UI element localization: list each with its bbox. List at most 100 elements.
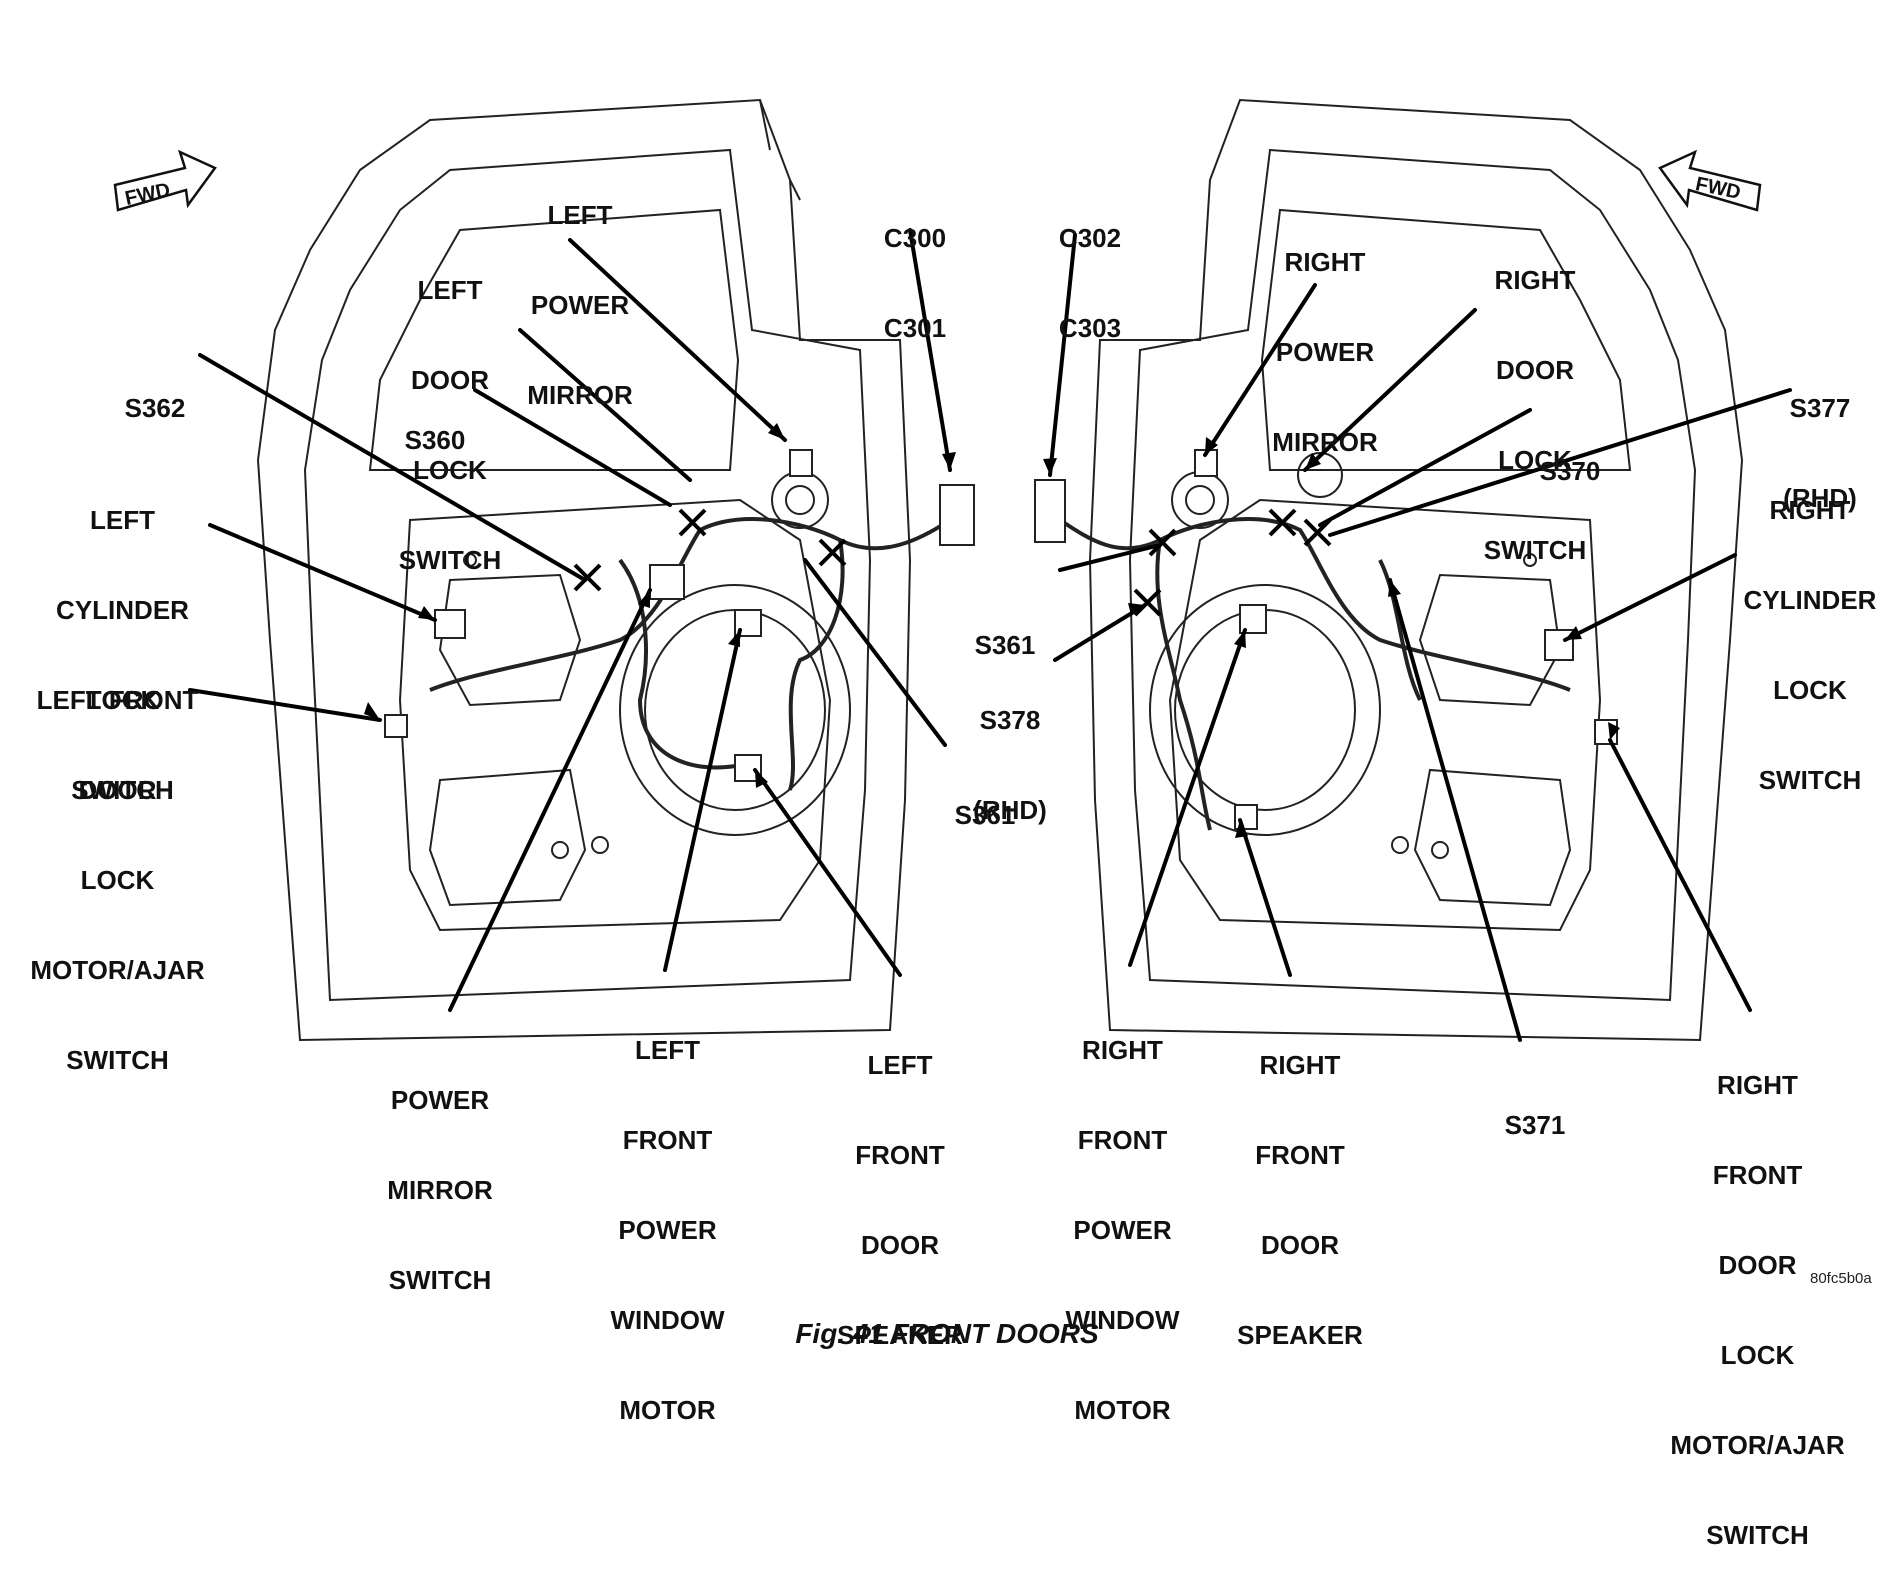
label-line: POWER [1275,337,1375,367]
label-s361-lower: S361 [945,740,1025,860]
label-line: FRONT [1712,1160,1803,1190]
fwd-arrow-left: FWD [113,149,217,212]
label-line: FRONT [855,1140,945,1170]
left-door-inner-frame [303,148,872,1002]
right-harness [1058,517,1571,692]
leader-right-speaker [1238,818,1292,977]
label-line: WINDOW [610,1305,725,1335]
left-harness [429,517,952,692]
leader-arrowheads [364,423,1620,838]
leader-left-door-lock-switch [518,328,692,482]
label-line: DOOR [1496,355,1574,385]
label-line: LOCK [80,865,155,895]
label-s361-upper: S361 [965,570,1045,690]
label-line: C301 [883,313,947,343]
label-line: (RHD) [1783,483,1857,513]
label-line: DOOR [78,775,157,805]
leader-right-door-lock-switch [1303,308,1477,472]
right-door-drawing [1034,98,1744,1042]
leader-right-power-mirror [1203,283,1317,457]
label-s371: S371 [1495,1050,1575,1170]
label-line: SWITCH [1758,765,1862,795]
leader-s378 [1053,603,1147,662]
label-line: SWITCH [1706,1520,1809,1550]
front-doors-diagram: FWD FWD [113,98,1792,1042]
label-line: LEFT [635,1035,700,1065]
label-left-power-mirror: LEFT POWER MIRROR [510,140,650,440]
figure-code: 80fc5b0a [1810,1270,1872,1287]
label-s378-rhd: S378 (RHD) [965,645,1055,855]
label-line: S362 [124,393,186,423]
label-line: S371 [1504,1110,1566,1140]
label-s377-rhd: S377 (RHD) [1775,333,1865,543]
label-line: SWITCH [388,1265,492,1295]
label-line: MOTOR [1074,1395,1171,1425]
label-line: SPEAKER [837,1320,963,1350]
label-power-mirror-switch: POWER MIRROR SWITCH [380,1025,500,1325]
label-line: RIGHT [1769,495,1851,525]
label-line: RIGHT [1082,1035,1163,1065]
label-line: MOTOR/AJAR [1670,1430,1845,1460]
label-s360: S360 [395,365,475,485]
label-line: C300 [883,223,947,253]
label-right-power-mirror: RIGHT POWER MIRROR [1255,187,1395,487]
label-line: MOTOR [619,1395,716,1425]
label-line: S370 [1539,456,1601,486]
label-line: MIRROR [527,380,633,410]
label-line: LOCK [413,455,487,485]
label-line: LOCK [1773,675,1847,705]
leader-left-power-mirror [568,238,787,442]
left-lock-switch-block [434,609,466,639]
leader-c302 [1048,233,1077,477]
leader-left-cylinder [208,523,437,622]
label-line: LEFT FRONT [36,685,199,715]
leader-power-mirror-switch [448,588,652,1012]
label-s362: S362 [115,333,195,453]
label-line: FRONT [622,1125,713,1155]
leader-lines [188,228,1792,1042]
label-right-cylinder-lock-switch: RIGHT CYLINDER LOCK SWITCH [1735,435,1885,825]
figure-caption: Fig. 41 FRONT DOORS [795,1318,1099,1349]
right-door-inner-frame [1128,148,1697,1002]
right-speaker-circle [1149,584,1381,836]
label-line: DOOR [411,365,489,395]
label-line: SWITCH [1483,535,1587,565]
leader-right-window-motor [1128,628,1247,967]
label-line: MOTOR/AJAR [30,955,205,985]
label-line: S378 [979,705,1041,735]
label-line: C302 [1058,223,1122,253]
label-line: RIGHT [1717,1070,1798,1100]
label-line: RIGHT [1259,1050,1341,1080]
label-line: LOCK [85,685,160,715]
label-line: DOOR [861,1230,939,1260]
label-line: SPEAKER [1237,1320,1363,1350]
label-left-front-power-window-motor: LEFT FRONT POWER WINDOW MOTOR [605,975,730,1455]
leader-s362 [198,353,587,582]
leader-left-window-motor [663,628,742,972]
label-line: SWITCH [71,775,174,805]
label-line: POWER [390,1085,490,1115]
label-line: (RHD) [973,795,1047,825]
leader-left-speaker [753,768,902,977]
label-line: S361 [954,800,1016,830]
label-s370: S370 [1530,396,1610,516]
left-door-window-frame [368,208,740,471]
label-line: RIGHT [1284,247,1366,277]
label-line: CYLINDER [1743,585,1877,615]
label-line: FRONT [1255,1140,1345,1170]
right-door-window-frame [1260,208,1632,471]
label-left-front-door-speaker: LEFT FRONT DOOR SPEAKER [830,990,970,1380]
label-line: SWITCH [398,545,502,575]
label-right-front-power-window-motor: RIGHT FRONT POWER WINDOW MOTOR [1060,975,1185,1455]
label-line: POWER [530,290,630,320]
label-right-front-door-lock-motor-ajar-switch: RIGHT FRONT DOOR LOCK MOTOR/AJAR SWITCH [1670,1010,1845,1580]
label-line: FRONT [1077,1125,1168,1155]
label-line: LEFT [547,200,613,230]
label-left-door-lock-switch: LEFT DOOR LOCK SWITCH [390,215,510,605]
leader-s360 [473,388,672,507]
label-line: LOCK [1498,445,1572,475]
label-c300-c301: C300 C301 [870,163,960,373]
label-line: MIRROR [1272,427,1378,457]
leader-s370 [1318,408,1532,527]
leader-right-cylinder [1563,553,1737,642]
